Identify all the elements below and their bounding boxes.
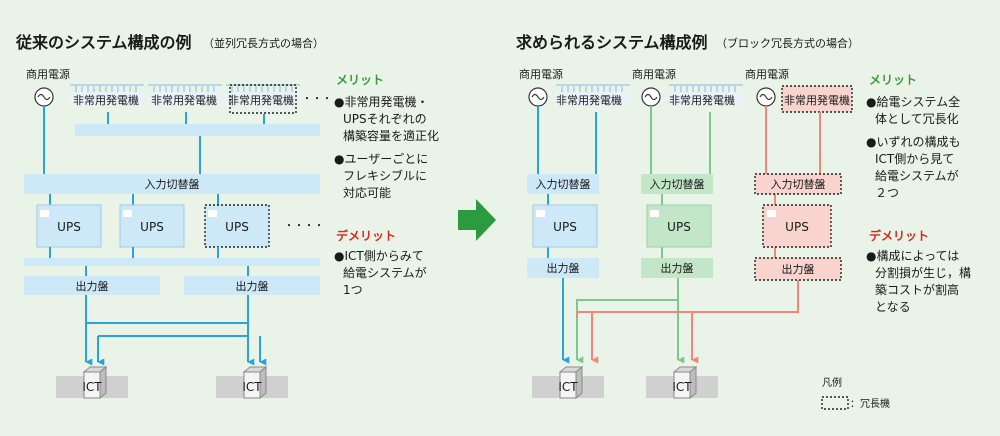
left-ups-ellipsis: ・・・・ bbox=[284, 221, 324, 232]
right-generator-label-2: 非常用発電機 bbox=[669, 93, 735, 107]
right-ac-source-icon-2 bbox=[641, 87, 661, 107]
right-ups-3-redundant: UPS bbox=[762, 204, 832, 248]
left-output-panel-1 bbox=[24, 276, 160, 295]
right-input-switchboard-3-label: 入力切替盤 bbox=[771, 177, 826, 191]
right-output-panel-1-label: 出力盤 bbox=[547, 261, 580, 275]
left-output-panel-2-label: 出力盤 bbox=[236, 279, 269, 293]
right-title: 求められるシステム構成例 bbox=[516, 33, 708, 52]
right-demerit-1-line-2: 分割損が生じ，構 bbox=[875, 265, 971, 280]
left-output-bus bbox=[24, 258, 320, 266]
left-output-panel-2 bbox=[184, 276, 320, 295]
right-block-2-lines bbox=[576, 106, 711, 364]
right-output-panel-3-label: 出力盤 bbox=[782, 262, 815, 276]
right-merit-2-line-2: ICT側から見て bbox=[875, 152, 954, 166]
right-input-switchboard-1-label: 入力切替盤 bbox=[536, 177, 591, 191]
right-output-panel-2-label: 出力盤 bbox=[661, 261, 694, 275]
left-switch-to-ups-lines bbox=[49, 194, 219, 205]
left-ups-1: UPS bbox=[36, 204, 102, 248]
left-merit-2-line-3: 対応可能 bbox=[343, 186, 391, 200]
left-demerit-1-line-2: 給電システムが bbox=[343, 265, 427, 280]
left-merit-2-line-1: ●ユーザーごとに bbox=[334, 151, 428, 166]
right-generator-label-3: 非常用発電機 bbox=[784, 93, 850, 107]
right-ict-label-1: ICT bbox=[558, 380, 578, 394]
right-merit-2-line-4: ２つ bbox=[875, 186, 899, 200]
left-input-switchboard bbox=[24, 174, 320, 194]
right-merit-2-line-3: 給電システムが bbox=[875, 168, 959, 183]
right-ups-3-label: UPS bbox=[785, 220, 809, 234]
right-demerit-1-line-3: 築コストが割高 bbox=[875, 282, 959, 297]
transition-arrow-icon bbox=[458, 199, 496, 241]
left-merit-2-line-2: フレキシブルに bbox=[343, 168, 427, 183]
left-generator-ellipsis: ・・・ bbox=[302, 94, 332, 105]
left-ups-to-bus-lines bbox=[49, 247, 249, 276]
right-block-1-lines bbox=[537, 106, 597, 364]
left-merit-1-line-3: 構築容量を適正化 bbox=[343, 128, 439, 143]
left-ups-3-label: UPS bbox=[225, 220, 249, 234]
right-input-switchboard-2-label: 入力切替盤 bbox=[650, 177, 705, 191]
right-ac-source-icon-1 bbox=[528, 87, 548, 107]
left-demerit-1-line-1: ●ICT側からみて bbox=[334, 249, 424, 263]
right-input-switchboard-1 bbox=[527, 174, 599, 194]
right-generator-3-redundant bbox=[781, 85, 853, 113]
right-block-3-lines bbox=[576, 106, 821, 364]
left-output-panel-1-label: 出力盤 bbox=[76, 279, 109, 293]
right-commercial-power-label-1: 商用電源 bbox=[519, 67, 563, 81]
left-generator-label-2: 非常用発電機 bbox=[151, 93, 217, 107]
right-merit-heading: メリット bbox=[869, 73, 917, 87]
right-ict-label-2: ICT bbox=[672, 380, 692, 394]
left-ict-label-2: ICT bbox=[242, 380, 262, 394]
right-demerit-heading: デメリット bbox=[869, 228, 929, 243]
left-merit-1-line-2: UPSそれぞれの bbox=[343, 112, 427, 126]
left-title: 従来のシステム構成の例 bbox=[15, 33, 192, 52]
right-input-switchboard-2 bbox=[641, 174, 713, 194]
left-ict-feed-lines bbox=[85, 295, 267, 366]
left-power-lines bbox=[43, 106, 265, 174]
right-demerit-1-line-1: ●構成によっては bbox=[866, 249, 959, 263]
left-generator-bus bbox=[75, 124, 320, 136]
right-generator-label-1: 非常用発電機 bbox=[556, 93, 622, 107]
right-ac-source-icon-3 bbox=[756, 87, 776, 107]
legend-redundant-swatch bbox=[821, 396, 849, 410]
right-ups-1: UPS bbox=[532, 204, 598, 248]
left-merit-heading: メリット bbox=[336, 73, 384, 87]
legend-label: ：冗長機 bbox=[850, 397, 890, 410]
right-subtitle: （ブロック冗長方式の場合） bbox=[716, 36, 859, 50]
right-output-panel-3 bbox=[754, 257, 842, 281]
left-demerit-heading: デメリット bbox=[336, 228, 396, 243]
left-redundant-generator-border bbox=[229, 84, 297, 114]
right-input-switchboard-3 bbox=[754, 173, 842, 195]
left-input-switchboard-label: 入力切替盤 bbox=[145, 177, 200, 191]
right-merit-1-line-1: ●給電システム全 bbox=[866, 94, 960, 109]
right-demerit-1-line-4: となる bbox=[875, 300, 911, 314]
right-commercial-power-label-2: 商用電源 bbox=[632, 67, 676, 81]
left-ups-1-label: UPS bbox=[57, 220, 81, 234]
left-ict-label-1: ICT bbox=[82, 380, 102, 394]
left-subtitle: （並列冗長方式の場合） bbox=[203, 36, 324, 50]
left-merit-1-line-1: ●非常用発電機・ bbox=[334, 94, 428, 109]
left-ups-3-redundant: UPS bbox=[204, 204, 270, 248]
right-ups-1-label: UPS bbox=[553, 220, 577, 234]
legend-title: 凡例 bbox=[822, 376, 842, 389]
left-generator-label-1: 非常用発電機 bbox=[73, 93, 139, 107]
left-generator-label-3: 非常用発電機 bbox=[228, 93, 294, 107]
left-demerit-1-line-3: 1つ bbox=[343, 283, 363, 297]
left-ups-2: UPS bbox=[119, 204, 185, 248]
left-commercial-power-label: 商用電源 bbox=[26, 67, 70, 81]
right-ups-2-label: UPS bbox=[667, 220, 691, 234]
right-output-panel-1 bbox=[527, 258, 599, 278]
right-commercial-power-label-3: 商用電源 bbox=[745, 67, 789, 81]
left-ac-source-icon bbox=[34, 87, 54, 107]
right-merit-1-line-2: 体として冗長化 bbox=[875, 112, 959, 126]
right-output-panel-2 bbox=[641, 258, 713, 278]
right-ups-2: UPS bbox=[646, 204, 712, 248]
left-ups-2-label: UPS bbox=[140, 220, 164, 234]
right-merit-2-line-1: ●いずれの構成も bbox=[866, 135, 960, 149]
